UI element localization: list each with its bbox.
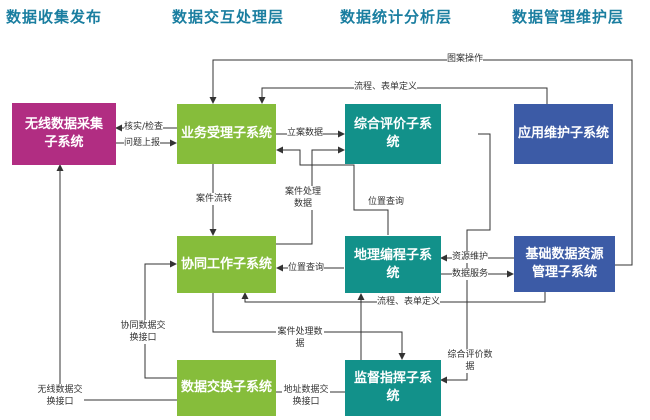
label-case-data: 立案数据 <box>287 127 324 139</box>
layer-title-process: 数据交互处理层 <box>172 8 285 26</box>
label-case-handle-data-2: 案件处理数据 <box>276 326 324 350</box>
label-case-transfer: 案件流转 <box>196 193 233 205</box>
label-verify: 核实/检查 <box>124 121 164 133</box>
box-supervise-command[interactable]: 监督指挥子系统 <box>345 360 441 416</box>
box-base-data-resource-label: 基础数据资源管理子系统 <box>525 247 604 280</box>
box-supervise-command-label: 监督指挥子系统 <box>353 371 432 404</box>
box-wireless-collect-label: 无线数据采集子系统 <box>24 117 103 150</box>
link-location-query-top <box>276 146 389 235</box>
link-eval-data <box>440 133 491 384</box>
box-cooperative-work[interactable]: 协同工作子系统 <box>177 236 276 293</box>
box-business-accept[interactable]: 业务受理子系统 <box>177 104 276 164</box>
box-cooperative-work-label: 协同工作子系统 <box>181 256 273 272</box>
layer-title-analyze: 数据统计分析层 <box>340 8 453 26</box>
box-business-accept-label: 业务受理子系统 <box>181 126 273 141</box>
label-location-query: 位置查询 <box>288 262 325 274</box>
box-data-exchange-label: 数据交换子系统 <box>181 380 273 395</box>
label-eval-data: 综合评价数据 <box>446 349 494 373</box>
label-data-service: 数据服务 <box>452 268 489 280</box>
label-flow-forms-top: 流程、表单定义 <box>354 81 418 93</box>
label-resource-maint: 资源维护 <box>452 251 489 263</box>
box-comprehensive-evaluate[interactable]: 综合评价子系统 <box>345 104 441 164</box>
label-coop-interface: 协同数据交换接口 <box>119 320 167 344</box>
label-location-query-top: 位置查询 <box>368 196 405 208</box>
link-wireless-interface <box>56 164 177 401</box>
box-data-exchange[interactable]: 数据交换子系统 <box>177 360 276 416</box>
box-app-maintain-label: 应用维护子系统 <box>518 126 610 141</box>
box-geo-coding-label: 地理编程子系统 <box>353 247 432 281</box>
label-address-interface: 地址数据交换接口 <box>282 384 330 408</box>
label-map-ops: 图案操作 <box>447 53 484 65</box>
box-comprehensive-evaluate-label: 综合评价子系统 <box>353 117 432 150</box>
box-wireless-collect[interactable]: 无线数据采集子系统 <box>12 103 116 165</box>
box-base-data-resource[interactable]: 基础数据资源管理子系统 <box>514 236 615 292</box>
box-app-maintain[interactable]: 应用维护子系统 <box>514 104 613 164</box>
layer-title-manage: 数据管理维护层 <box>512 8 625 26</box>
label-report: 问题上报 <box>124 137 161 149</box>
label-flow-forms-bottom: 流程、表单定义 <box>377 296 441 308</box>
label-wireless-interface: 无线数据交换接口 <box>36 384 84 408</box>
box-geo-coding[interactable]: 地理编程子系统 <box>345 236 441 293</box>
label-case-handle-data: 案件处理数据 <box>285 186 322 210</box>
layer-title-collect: 数据收集发布 <box>6 8 103 26</box>
link-map-ops <box>209 59 633 266</box>
